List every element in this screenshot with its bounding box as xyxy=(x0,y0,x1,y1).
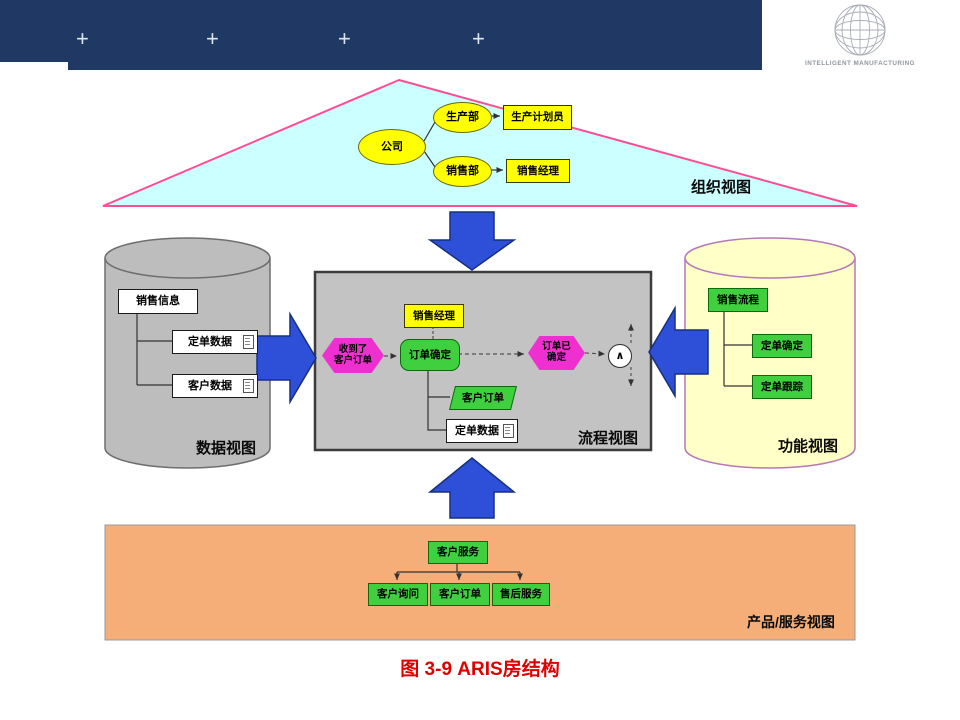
product-connectors xyxy=(394,562,523,580)
plus-icon: + xyxy=(338,26,351,51)
org-production-planner-label: 生产计划员 xyxy=(511,111,564,124)
organization-roof-triangle xyxy=(102,78,858,207)
org-production-dept-node: 生产部 xyxy=(433,102,492,133)
data-customer-data-node: 客户数据 xyxy=(172,374,258,398)
process-event-confirmed-node: 订单已 确定 xyxy=(528,336,585,370)
figure-caption: 图 3-9 ARIS房结构 xyxy=(400,659,560,680)
data-order-data-label: 定单数据 xyxy=(188,335,232,348)
process-event-confirmed-label: 订单已 确定 xyxy=(542,341,571,363)
org-company-node: 公司 xyxy=(358,129,426,165)
function-sales-process-node: 销售流程 xyxy=(708,288,768,312)
arrow-up-icon xyxy=(427,457,517,519)
product-after-sales-label: 售后服务 xyxy=(500,588,542,601)
product-customer-inquiry-node: 客户询问 xyxy=(368,583,428,606)
process-sales-manager-node: 销售经理 xyxy=(404,304,464,328)
function-order-tracking-node: 定单跟踪 xyxy=(752,375,812,399)
product-customer-order-node: 客户订单 xyxy=(430,583,490,606)
document-icon xyxy=(243,335,254,349)
org-production-dept-label: 生产部 xyxy=(446,111,479,124)
header-notch xyxy=(0,62,68,70)
process-sales-manager-label: 销售经理 xyxy=(413,309,455,322)
function-order-confirm-label: 定单确定 xyxy=(761,339,803,352)
process-order-confirm-node: 订单确定 xyxy=(400,339,460,371)
process-event-received-label: 收到了 客户订单 xyxy=(333,343,372,366)
data-view-label: 数据视图 xyxy=(195,440,256,457)
globe-icon xyxy=(834,4,886,56)
org-company-label: 公司 xyxy=(381,140,403,153)
process-customer-order-node: 客户订单 xyxy=(449,386,517,410)
function-connectors xyxy=(723,310,752,387)
brand-text: INTELLIGENT MANUFACTURING xyxy=(805,60,915,67)
data-customer-data-label: 客户数据 xyxy=(188,379,232,392)
process-connectors xyxy=(384,324,634,431)
org-sales-manager-label: 销售经理 xyxy=(517,164,559,177)
data-sales-info-node: 销售信息 xyxy=(118,289,198,314)
process-view-label: 流程视图 xyxy=(577,430,638,447)
function-order-tracking-label: 定单跟踪 xyxy=(761,380,803,393)
function-sales-process-label: 销售流程 xyxy=(717,293,759,306)
org-sales-dept-label: 销售部 xyxy=(446,165,479,178)
process-order-confirm-label: 订单确定 xyxy=(409,348,451,361)
arrow-left-icon xyxy=(648,305,709,399)
org-sales-dept-node: 销售部 xyxy=(433,156,492,187)
function-order-confirm-node: 定单确定 xyxy=(752,334,812,358)
org-sales-manager-node: 销售经理 xyxy=(506,159,570,183)
process-event-received-node: 收到了 客户订单 xyxy=(322,338,384,373)
product-service-view-label: 产品/服务视图 xyxy=(747,614,835,630)
plus-icon: + xyxy=(206,26,219,51)
plus-icon: + xyxy=(472,26,485,51)
arrow-down-icon xyxy=(427,211,517,271)
header-bar: + + + + xyxy=(0,0,762,70)
process-order-data-node: 定单数据 xyxy=(446,419,518,443)
product-after-sales-node: 售后服务 xyxy=(492,583,550,606)
product-customer-service-node: 客户服务 xyxy=(428,541,488,564)
plus-icon: + xyxy=(76,26,89,51)
product-customer-inquiry-label: 客户询问 xyxy=(377,588,419,601)
organization-view-label: 组织视图 xyxy=(690,179,751,196)
arrow-right-icon xyxy=(256,311,317,405)
xor-symbol: ∧ xyxy=(615,349,625,362)
brand-logo: INTELLIGENT MANUFACTURING xyxy=(800,2,920,68)
data-connectors xyxy=(136,312,172,386)
data-sales-info-label: 销售信息 xyxy=(136,295,180,308)
org-production-planner-node: 生产计划员 xyxy=(503,105,572,130)
document-icon xyxy=(503,424,514,438)
data-order-data-node: 定单数据 xyxy=(172,330,258,354)
product-customer-service-label: 客户服务 xyxy=(437,546,479,559)
xor-connector-icon: ∧ xyxy=(608,344,632,368)
process-order-data-label: 定单数据 xyxy=(455,424,499,437)
function-view-label: 功能视图 xyxy=(777,438,838,455)
process-customer-order-label: 客户订单 xyxy=(462,391,504,404)
document-icon xyxy=(243,379,254,393)
product-customer-order-label: 客户订单 xyxy=(439,588,481,601)
